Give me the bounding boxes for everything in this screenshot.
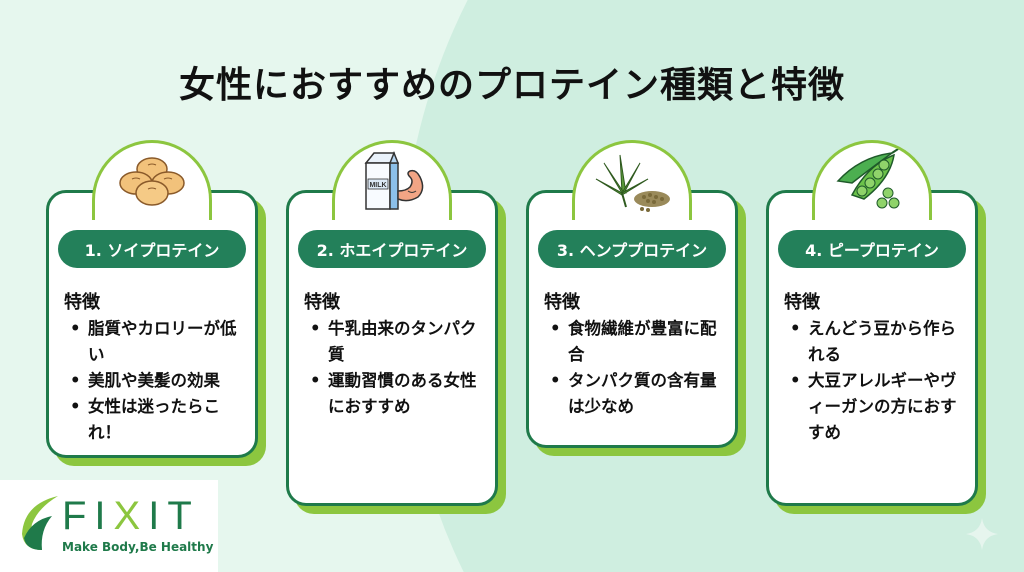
feature-item: 脂質やカロリーが低い: [64, 316, 246, 368]
page-title: 女性におすすめのプロテイン種類と特徴: [178, 65, 845, 106]
pea-pod-icon: [827, 146, 917, 216]
sparkle-icon: [966, 518, 998, 550]
fixit-logo: FIXIT Make Body,Be Healthy: [0, 480, 218, 572]
protein-card-pea: 4. ピープロテイン 特徴 えんどう豆から作られる 大豆アレルギーやヴィーガンの…: [766, 140, 986, 514]
feature-item: 食物繊維が豊富に配合: [544, 316, 726, 368]
protein-card-whey: MILK 2. ホエイプロテイン 特徴 牛乳由来のタンパク質 運動習慣のある女性…: [286, 140, 506, 514]
feature-item: 大豆アレルギーやヴィーガンの方におすすめ: [784, 368, 966, 446]
features-heading: 特徴: [544, 292, 580, 313]
logo-tagline: Make Body,Be Healthy: [62, 540, 214, 554]
milk-muscle-icon: MILK: [347, 146, 437, 216]
feature-item: 美肌や美髪の効果: [64, 368, 246, 394]
card-label: 4. ピープロテイン: [778, 230, 966, 268]
features-heading: 特徴: [784, 292, 820, 313]
features: 特徴 えんどう豆から作られる 大豆アレルギーやヴィーガンの方におすすめ: [784, 288, 966, 446]
feature-item: 牛乳由来のタンパク質: [304, 316, 486, 368]
svg-text:MILK: MILK: [369, 182, 386, 189]
protein-card-hemp: 3. ヘンププロテイン 特徴 食物繊維が豊富に配合 タンパク質の含有量は少なめ: [526, 140, 746, 456]
features-heading: 特徴: [64, 292, 100, 313]
protein-card-soy: 1. ソイプロテイン 特徴 脂質やカロリーが低い 美肌や美髪の効果 女性は迷った…: [46, 140, 266, 466]
card-label: 2. ホエイプロテイン: [298, 230, 486, 268]
features: 特徴 脂質やカロリーが低い 美肌や美髪の効果 女性は迷ったらこれ！: [64, 288, 246, 446]
logo-wordmark: FIXIT: [62, 494, 200, 538]
soybeans-icon: [107, 146, 197, 216]
leaf-icon: [22, 496, 58, 550]
feature-item: えんどう豆から作られる: [784, 316, 966, 368]
features: 特徴 食物繊維が豊富に配合 タンパク質の含有量は少なめ: [544, 288, 726, 420]
feature-item: 運動習慣のある女性におすすめ: [304, 368, 486, 420]
feature-item: タンパク質の含有量は少なめ: [544, 368, 726, 420]
features: 特徴 牛乳由来のタンパク質 運動習慣のある女性におすすめ: [304, 288, 486, 420]
hemp-leaf-seeds-icon: [587, 146, 677, 216]
features-heading: 特徴: [304, 292, 340, 313]
card-label: 1. ソイプロテイン: [58, 230, 246, 268]
feature-item: 女性は迷ったらこれ！: [64, 394, 246, 446]
card-label: 3. ヘンププロテイン: [538, 230, 726, 268]
